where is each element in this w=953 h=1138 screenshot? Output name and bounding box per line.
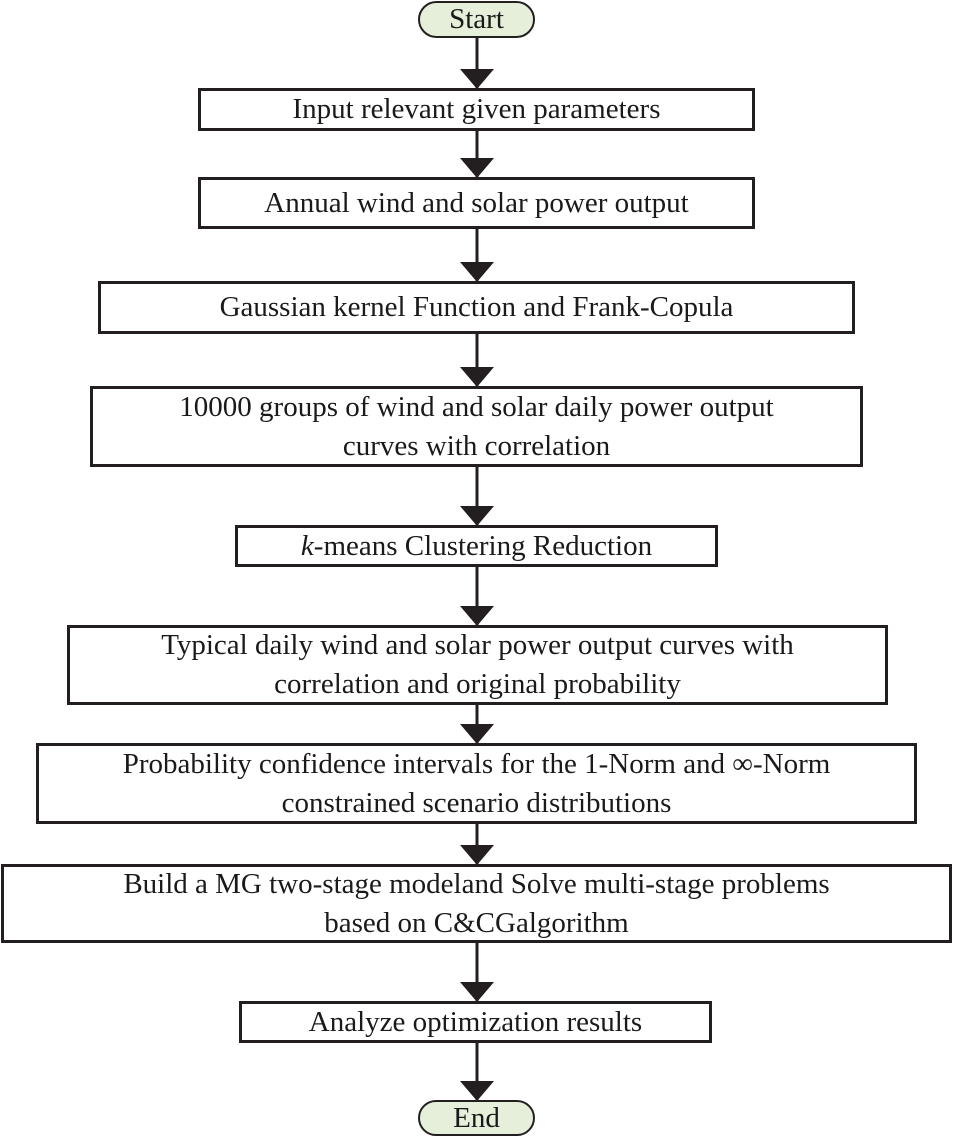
step-typical-curves-line-2: correlation and original probability [274,668,681,700]
step-confidence-intervals-line-2: constrained scenario distributions [281,786,672,819]
step-build-model-line-2: based on C&CGalgorithm [324,906,629,939]
start-label: Start [449,3,504,35]
step-kmeans-reduction: k-means Clustering Reduction [235,525,718,567]
step-typical-curves-line-1: Typical daily wind and solar power outpu… [161,629,794,661]
step-confidence-intervals-line-1: Probability confidence intervals for the… [122,747,831,780]
step-typical-curves: Typical daily wind and solar power outpu… [67,625,888,705]
step-annual-output-text: Annual wind and solar power output [264,186,689,219]
kmeans-rest-text: -means Clustering Reduction [313,529,653,562]
step-confidence-intervals: Probability confidence intervals for the… [36,743,917,824]
end-terminal: End [418,1100,535,1136]
step-scenario-generation: 10000 groups of wind and solar daily pow… [90,386,863,467]
step-analyze-results: Analyze optimization results [239,1001,712,1043]
step-kmeans-reduction-text: k-means Clustering Reduction [301,527,652,566]
step-build-model: Build a MG two-stage modeland Solve mult… [1,864,952,943]
end-label: End [453,1101,500,1134]
step-input-parameters-text: Input relevant given parameters [292,93,661,125]
step-analyze-results-text: Analyze optimization results [308,1005,643,1038]
kmeans-italic-k: k [300,529,314,562]
step-input-parameters: Input relevant given parameters [198,88,755,131]
step-build-model-line-1: Build a MG two-stage modeland Solve mult… [123,867,830,900]
start-terminal: Start [418,1,535,38]
step-gaussian-copula-text: Gaussian kernel Function and Frank-Copul… [219,291,734,323]
step-scenario-generation-line-2: curves with correlation [342,429,611,462]
step-scenario-generation-line-1: 10000 groups of wind and solar daily pow… [179,390,774,423]
step-annual-output: Annual wind and solar power output [198,177,755,229]
step-gaussian-copula: Gaussian kernel Function and Frank-Copul… [98,281,855,334]
